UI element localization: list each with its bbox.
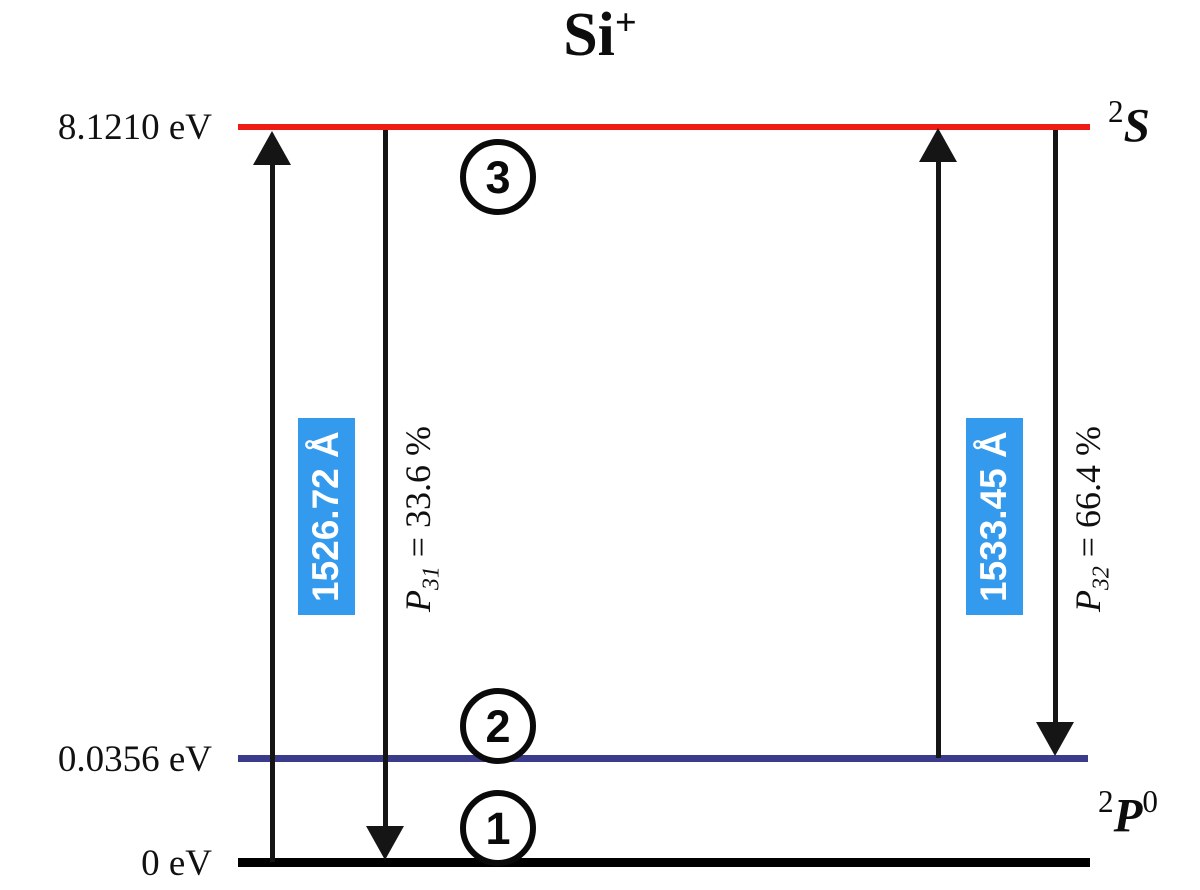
term-symbol-upper: 2S	[1108, 96, 1150, 151]
term-letter-middle: P	[1113, 790, 1143, 843]
term-symbol-middle: 2P0	[1098, 786, 1158, 841]
transition-stem-decay-31	[383, 130, 388, 830]
transition-stem-excitation-2	[936, 150, 941, 758]
species-charge: +	[614, 2, 637, 45]
transition-arrowhead-decay-31	[366, 826, 404, 860]
step-number-1: 1	[485, 802, 511, 854]
branching-symbol-32: P	[1068, 590, 1108, 612]
step-marker-3: 3	[460, 139, 536, 215]
step-marker-2: 2	[460, 688, 536, 764]
branching-subscript-31: 31	[418, 566, 445, 590]
branching-ratio-label-32: P32 = 66.4 %	[1068, 425, 1115, 612]
transition-arrowhead-excitation-2	[919, 128, 957, 162]
term-letter-upper: S	[1123, 100, 1150, 153]
transition-arrowhead-decay-32	[1036, 722, 1074, 756]
branching-subscript-32: 32	[1088, 566, 1115, 590]
term-multiplicity-upper: 2	[1108, 94, 1124, 129]
energy-label-ground: 0 eV	[141, 843, 212, 884]
energy-label-middle: 0.0356 eV	[57, 739, 212, 780]
branching-value-32: 66.4 %	[1068, 425, 1108, 528]
wavelength-chip-1533: 1533.45 Å	[966, 418, 1023, 615]
level-line-upper	[238, 124, 1090, 130]
energy-label-upper: 8.1210 eV	[57, 107, 212, 148]
level-line-ground	[238, 858, 1090, 867]
branching-ratio-label-31: P31 = 33.6 %	[398, 425, 445, 612]
transition-arrowhead-excitation-1	[253, 131, 291, 165]
level-line-middle	[238, 755, 1088, 762]
step-marker-1: 1	[460, 790, 536, 866]
term-multiplicity-middle: 2	[1098, 784, 1114, 819]
term-parity-middle: 0	[1142, 784, 1159, 819]
page-title: Si+	[0, 4, 1200, 66]
step-number-2: 2	[485, 700, 511, 752]
branching-value-31: 33.6 %	[398, 425, 438, 528]
branching-symbol-31: P	[398, 590, 438, 612]
species-symbol: Si	[563, 1, 615, 69]
step-number-3: 3	[485, 151, 511, 203]
transition-stem-decay-32	[1053, 130, 1058, 726]
wavelength-chip-1526: 1526.72 Å	[298, 418, 355, 615]
transition-stem-excitation-1	[270, 150, 275, 862]
